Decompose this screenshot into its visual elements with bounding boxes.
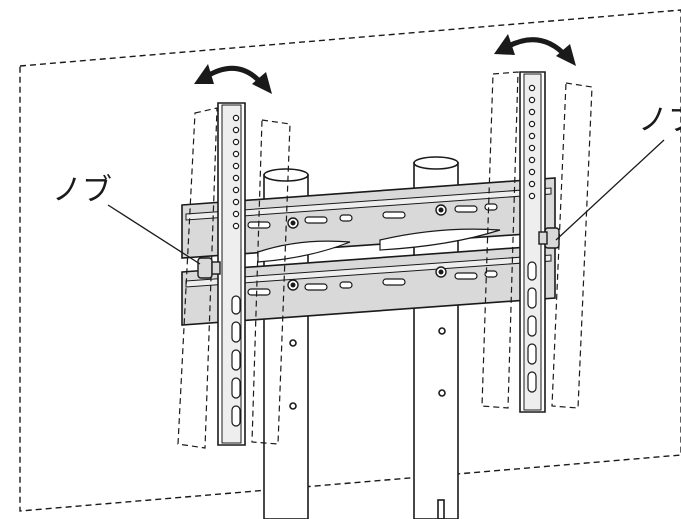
knob-label-left: ノブ	[52, 173, 112, 208]
wall-outline	[19, 9, 681, 512]
right-knob-leader-line	[555, 139, 665, 241]
right-bracket-tilt-ghosts	[481, 71, 593, 409]
double-headed-curved-arrow-icon	[194, 64, 272, 94]
left-vertical-bracket	[217, 102, 246, 446]
left-pole-top	[263, 168, 309, 182]
right-vertical-bracket	[519, 71, 546, 413]
left-knob-icon	[197, 257, 221, 279]
horizontal-wall-plate	[181, 177, 556, 326]
double-headed-curved-arrow-icon	[494, 34, 576, 66]
right-pole-top	[413, 156, 459, 170]
left-bracket-tilt-ghosts	[177, 107, 291, 449]
knob-label-right: ノブ	[638, 103, 681, 138]
left-knob-leader-line	[107, 204, 201, 265]
